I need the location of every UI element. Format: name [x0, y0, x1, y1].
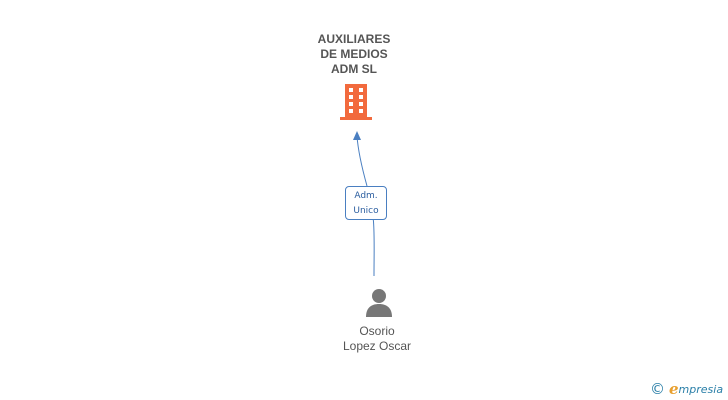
person-icon[interactable]: [364, 288, 394, 318]
company-name-line: AUXILIARES: [317, 32, 391, 46]
person-name-line: Lopez Oscar: [342, 339, 412, 353]
brand-initial: e: [669, 380, 679, 398]
company-name-line: ADM SL: [331, 62, 377, 76]
role-label[interactable]: Adm. Unico: [345, 186, 387, 220]
brand-wordmark: mpresia: [678, 382, 724, 396]
role-label-line: Unico: [353, 206, 379, 216]
company-name[interactable]: AUXILIARES DE MEDIOS ADM SL: [294, 32, 414, 77]
person-name-line: Osorio: [359, 324, 395, 338]
role-label-line: Adm.: [354, 191, 378, 201]
building-icon[interactable]: [339, 84, 373, 120]
arrow-head-icon: [353, 131, 361, 140]
person-name[interactable]: Osorio Lopez Oscar: [317, 324, 437, 354]
copyright-icon: ©: [650, 380, 665, 398]
brand-logo[interactable]: © e mpresia: [650, 380, 723, 398]
company-name-line: DE MEDIOS: [320, 47, 388, 61]
